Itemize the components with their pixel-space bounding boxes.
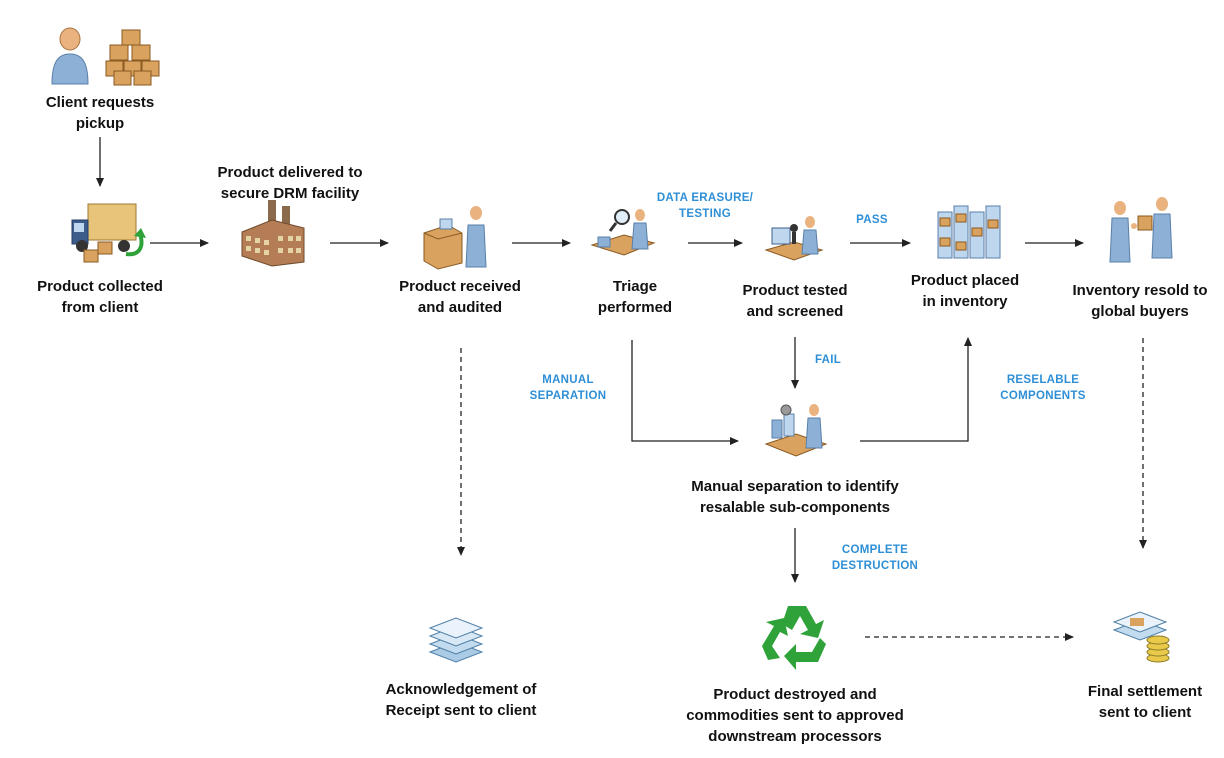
resalable-components-edge-label: RESELABLE COMPONENTS (1000, 374, 1086, 402)
product-received-label: Product received and audited (399, 278, 521, 316)
auditor-icon (423, 206, 487, 270)
product-collected-label: Product collected from client (37, 278, 163, 316)
arrow-triage-to-separation (631, 340, 739, 445)
triage-icon (590, 209, 656, 256)
person-icon (51, 27, 89, 85)
tester-icon (764, 216, 824, 261)
truck-icon (71, 203, 146, 263)
pass-edge-label: PASS (856, 214, 888, 226)
inventory-icon (937, 205, 1001, 259)
client-requests-pickup-label: Client requests pickup (45, 94, 155, 132)
manual-separation-edge-label: MANUAL SEPARATION (529, 374, 607, 402)
triage-performed-label: Triage performed (597, 278, 673, 316)
product-delivered-label: Product delivered to secure DRM facility (217, 164, 363, 202)
separation-icon (764, 404, 828, 457)
boxes-icon (105, 29, 160, 86)
product-destroyed-label: Product destroyed and commodities sent t… (686, 686, 904, 745)
complete-destruction-edge-label: COMPLETE DESTRUCTION (831, 544, 919, 572)
inventory-resold-label: Inventory resold to global buyers (1072, 282, 1208, 320)
arrow-separation-to-inventory (860, 337, 972, 442)
recycle-icon (762, 606, 826, 670)
fail-edge-label: FAIL (814, 354, 842, 366)
documents-icon (428, 617, 484, 663)
product-placed-label: Product placed in inventory (910, 272, 1020, 310)
acknowledgement-label: Acknowledgement of Receipt sent to clien… (385, 681, 537, 719)
settlement-icon (1112, 611, 1170, 663)
data-erasure-edge-label: DATA ERASURE/ TESTING (656, 192, 754, 220)
manual-separation-label: Manual separation to identify resalable … (691, 478, 899, 516)
buyers-icon (1109, 197, 1173, 263)
product-tested-label: Product tested and screened (742, 282, 848, 320)
final-settlement-label: Final settlement sent to client (1087, 683, 1203, 721)
factory-icon (241, 200, 305, 267)
